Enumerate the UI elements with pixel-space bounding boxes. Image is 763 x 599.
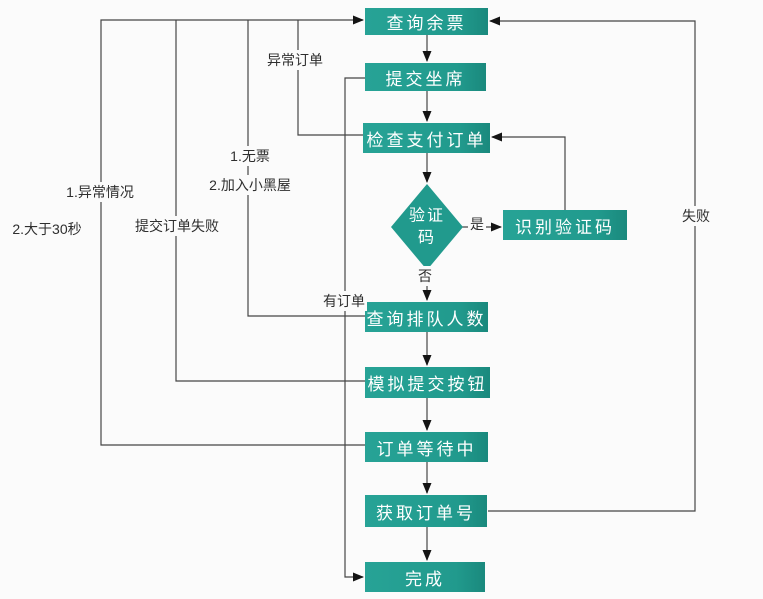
node-check-payment-order-label: 检查支付订单: [366, 130, 487, 150]
edge-submit-hasorder-to-done: [344, 77, 365, 582]
edge-label-join-blacklist: 2.加入小黑屋: [207, 175, 293, 195]
node-submit-seat-label: 提交坐席: [385, 69, 466, 89]
node-done-label: 完成: [405, 569, 445, 589]
node-captcha-decision: 验证码: [391, 184, 463, 270]
node-captcha-decision-label: 验证码: [408, 207, 445, 246]
edge-recognize-to-check: [491, 132, 566, 210]
edge-label-abnormal-order: 异常订单: [265, 50, 325, 70]
edge-simulate-loop-to-query: [175, 20, 365, 382]
node-query-tickets-label: 查询余票: [386, 14, 467, 33]
edge-queue-loop-to-query: [247, 20, 365, 317]
node-recognize-captcha: 识别验证码: [503, 210, 627, 240]
node-done: 完成: [365, 562, 485, 592]
edge-label-has-order: 有订单: [321, 291, 367, 311]
edge-label-over-30-seconds: 2.大于30秒: [10, 219, 84, 239]
edge-label-no: 否: [416, 266, 434, 286]
edge-label-no-ticket: 1.无票: [228, 146, 272, 166]
node-query-queue-count: 查询排队人数: [365, 302, 488, 332]
edge-label-abnormal-situation: 1.异常情况: [64, 182, 136, 202]
node-check-payment-order: 检查支付订单: [363, 123, 490, 153]
node-order-waiting: 订单等待中: [365, 432, 488, 462]
node-query-queue-count-label: 查询排队人数: [366, 309, 487, 329]
node-simulate-submit-button: 模拟提交按钮: [365, 367, 490, 398]
node-simulate-submit-button-label: 模拟提交按钮: [367, 375, 488, 394]
edge-getorder-fail-to-query: [488, 16, 696, 512]
edge-label-yes: 是: [468, 214, 486, 234]
node-get-order-number-label: 获取订单号: [376, 503, 476, 523]
node-get-order-number: 获取订单号: [365, 495, 487, 527]
node-query-tickets: 查询余票: [365, 8, 488, 35]
node-recognize-captcha-label: 识别验证码: [515, 217, 615, 237]
node-order-waiting-label: 订单等待中: [376, 439, 477, 459]
edge-label-failed: 失败: [680, 206, 712, 226]
edge-waiting-loop-to-query: [100, 15, 365, 446]
node-submit-seat: 提交坐席: [365, 63, 486, 91]
edge-label-submit-order-failed: 提交订单失败: [133, 216, 221, 236]
